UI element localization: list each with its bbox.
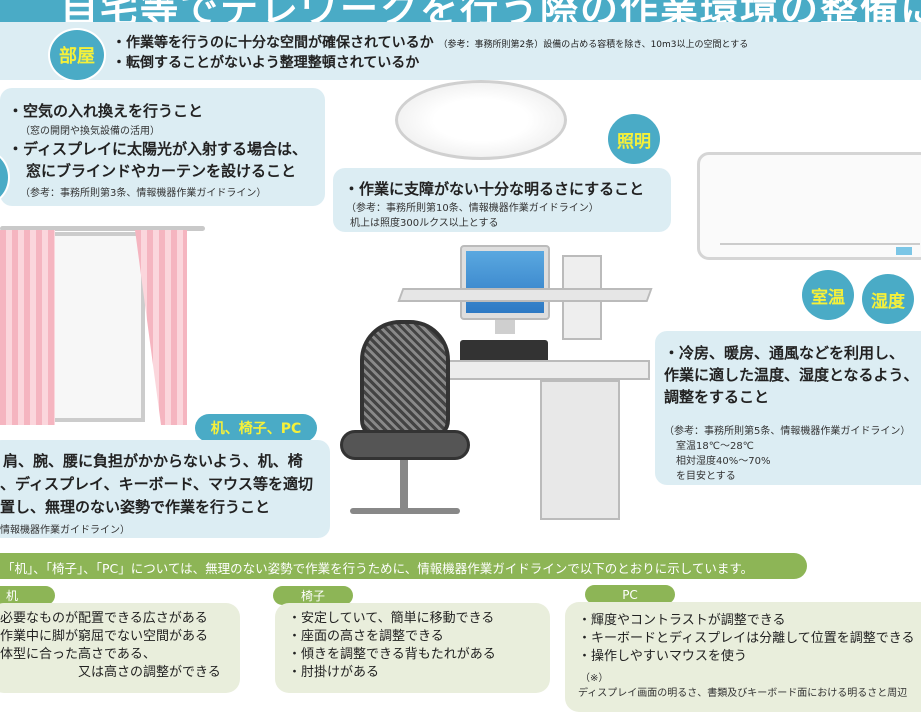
- temperature-badge: 室温: [800, 268, 856, 322]
- ventilation-box: [0, 88, 325, 206]
- room-badge: 部屋: [48, 28, 106, 82]
- temperature-box: [655, 331, 921, 485]
- chair-requirements-box: [275, 603, 550, 693]
- chair-requirement: ・安定していて、簡単に移動できる: [288, 611, 495, 626]
- ventilation-item-1: ・空気の入れ換えを行うこと: [8, 102, 204, 120]
- desk-section-line-3: 置し、無理のない姿勢で作業を行うこと: [0, 498, 271, 516]
- lighting-note-1: （参考：事務所則第10条、情報機器作業ガイドライン）: [346, 203, 599, 214]
- desk-section-line-2: 、ディスプレイ、キーボード、マウス等を適切: [0, 475, 314, 493]
- pc-requirement: ・輝度やコントラストが調整できる: [578, 613, 786, 628]
- chair-requirement: ・座面の高さを調整できる: [288, 629, 444, 644]
- desk-requirements-box: [0, 603, 240, 693]
- desk-section-badge: 机、椅子、PC: [195, 414, 317, 442]
- chair-requirement: ・肘掛けがある: [288, 665, 380, 680]
- pc-requirement: ・操作しやすいマウスを使う: [578, 649, 747, 664]
- pc-label: PC: [585, 585, 675, 604]
- ventilation-note: （参考：事務所則第3条、情報機器作業ガイドライン）: [20, 188, 267, 199]
- lighting-box: [333, 168, 671, 232]
- lighting-note-2: 机上は照度300ルクス以上とする: [350, 218, 499, 229]
- pc-requirements-list: ・輝度やコントラストが調整できる ・キーボードとディスプレイは分離して位置を調整…: [578, 612, 914, 666]
- desk-requirements-list: 必要なものが配置できる広さがある 作業中に脚が窮屈でない空間がある 体型に合った…: [0, 610, 235, 682]
- desk-chair-pc-illustration: [340, 240, 653, 540]
- ceiling-light-illustration: [395, 80, 567, 160]
- temperature-note-1: （参考：事務所則第5条、情報機器作業ガイドライン）: [664, 426, 911, 437]
- room-section: [0, 22, 921, 80]
- chair-requirement: ・傾きを調整できる背もたれがある: [288, 647, 496, 662]
- air-conditioner-illustration: [697, 152, 921, 260]
- temperature-line-3: 調整をすること: [664, 388, 770, 406]
- room-item-1-text: ・作業等を行うのに十分な空間が確保されているか: [112, 35, 434, 51]
- desk-requirement: 又は高さの調整ができる: [0, 665, 221, 680]
- desk-section-line-1: 肩、腕、腰に負担がかからないよう、机、椅: [3, 452, 303, 470]
- temperature-note-3: 相対湿度40%～70%: [676, 456, 771, 467]
- humidity-badge: 湿度: [860, 272, 916, 326]
- desk-section-box: [0, 440, 330, 538]
- room-item-1: ・作業等を行うのに十分な空間が確保されているか （参考：事務所則第2条）設備の占…: [112, 32, 748, 52]
- ventilation-item-2-cont: 窓にブラインドやカーテンを設けること: [26, 162, 297, 180]
- guideline-banner: 「机」、「椅子」、「PC」については、無理のない姿勢で作業を行うために、情報機器…: [0, 553, 807, 579]
- pc-note: ディスプレイ画面の明るさ、書類及びキーボード面における明るさと周辺: [578, 688, 908, 699]
- desk-requirement: 作業中に脚が窮屈でない空間がある: [0, 629, 209, 644]
- desk-section-note: 情報機器作業ガイドライン）: [0, 525, 130, 536]
- desk-requirement: 必要なものが配置できる広さがある: [0, 611, 208, 626]
- lighting-badge: 照明: [606, 112, 662, 166]
- lighting-item: ・作業に支障がない十分な明るさにすること: [344, 180, 645, 198]
- desk-requirement: 体型に合った高さである、: [0, 647, 156, 662]
- room-item-1-note: （参考：事務所則第2条）設備の占める容積を除き、10m3以上の空間とする: [438, 40, 749, 50]
- chair-label: 椅子: [273, 586, 353, 605]
- temperature-line-1: ・冷房、暖房、通風などを利用し、: [664, 344, 905, 362]
- pc-requirements-box: [565, 602, 921, 712]
- pc-note-mark: （※）: [580, 673, 609, 684]
- temperature-note-4: を目安とする: [676, 471, 736, 482]
- temperature-note-2: 室温18℃～28℃: [676, 441, 754, 452]
- room-item-2: ・転倒することがないよう整理整頓されているか: [112, 55, 420, 71]
- ventilation-item-2: ・ディスプレイに太陽光が入射する場合は、: [8, 140, 307, 158]
- temperature-line-2: 作業に適した温度、湿度となるよう、: [664, 366, 919, 384]
- chair-requirements-list: ・安定していて、簡単に移動できる ・座面の高さを調整できる ・傾きを調整できる背…: [288, 610, 496, 682]
- window-curtain-illustration: [0, 222, 205, 425]
- pc-requirement: ・キーボードとディスプレイは分離して位置を調整できる: [578, 631, 915, 646]
- desk-label: 机: [0, 586, 55, 605]
- ventilation-item-1-note: （窓の開閉や換気設備の活用）: [20, 126, 160, 137]
